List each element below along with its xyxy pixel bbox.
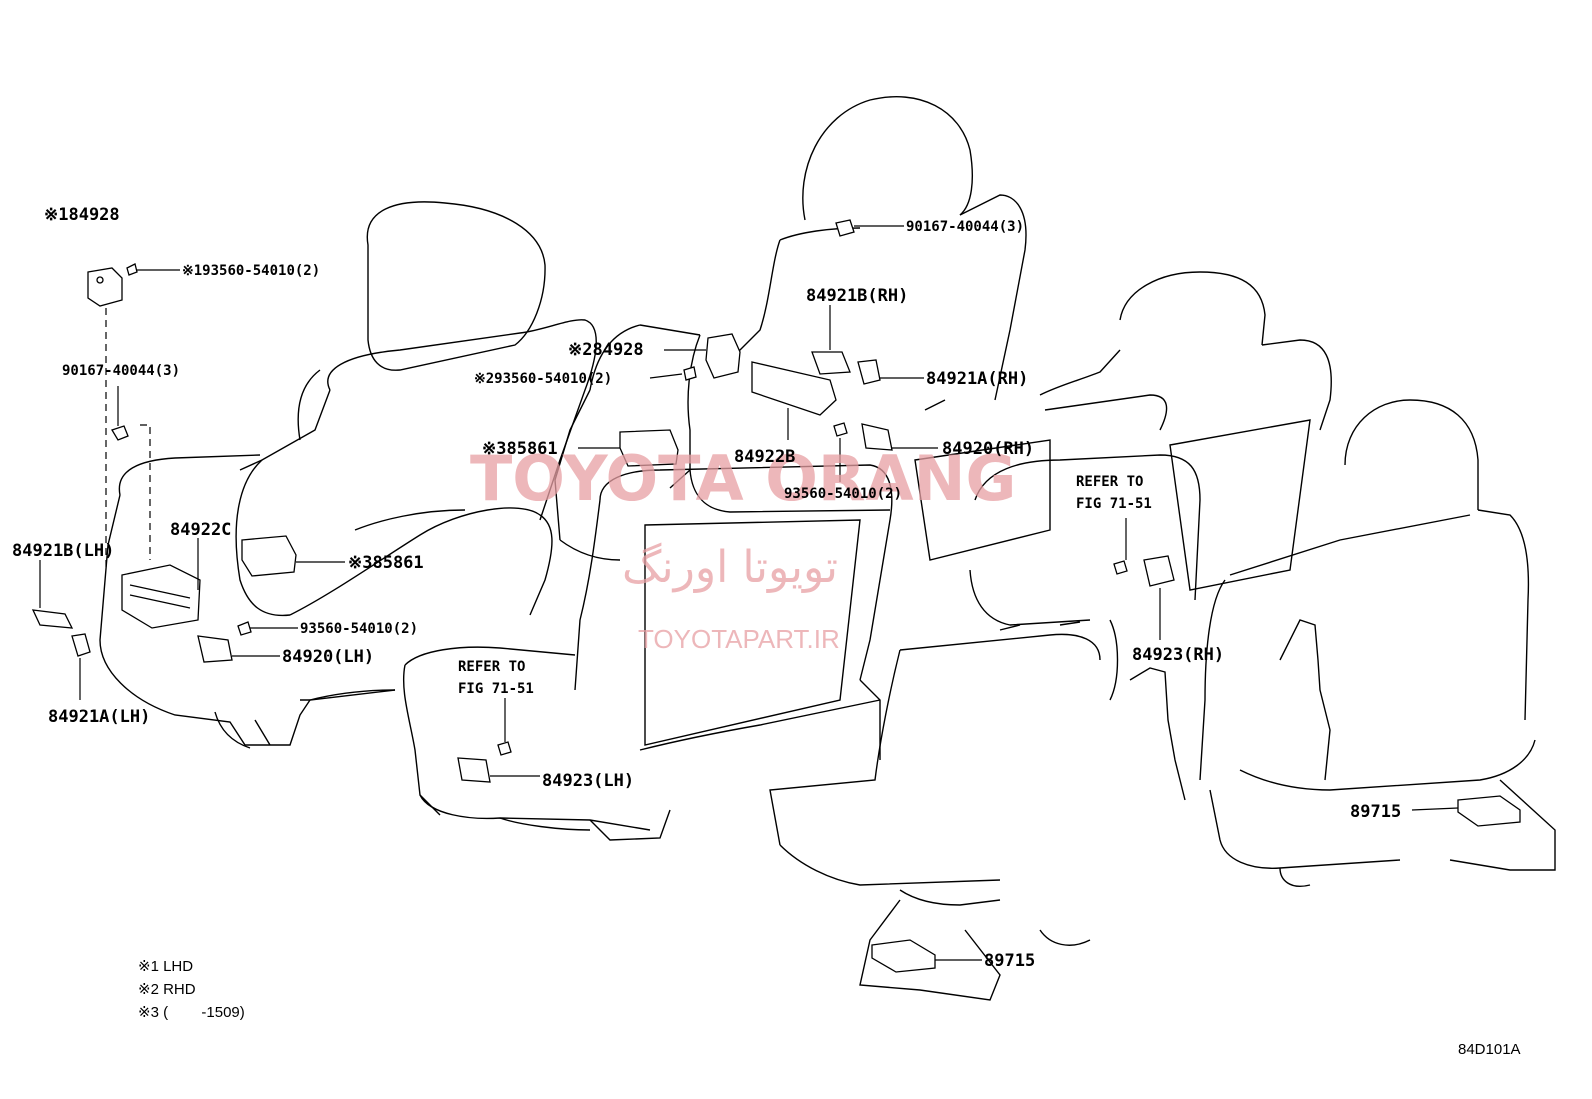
switch-84928-lhd-part	[87, 267, 123, 307]
screw-93560-rhd-part	[683, 366, 697, 381]
watermark-main-text: TOYOTA ORANG	[470, 442, 1016, 515]
label-93560-rh: 93560-54010(2)	[784, 486, 902, 502]
switch-85861-left-part	[241, 535, 297, 577]
label-84920-lh: 84920(LH)	[282, 647, 374, 667]
switch-84922c-part	[121, 564, 201, 629]
second-row-left-seat	[402, 464, 893, 841]
label-84921a-lh: 84921A(LH)	[48, 707, 150, 727]
label-84922b: 84922B	[734, 447, 795, 467]
leader-lines	[39, 225, 1459, 961]
legend-note-2: ※2 RHD	[138, 981, 196, 998]
label-84920-rh: 84920(RH)	[942, 439, 1034, 459]
label-90167-lh: 90167-40044(3)	[62, 363, 180, 379]
rear-bench-seat	[859, 271, 1556, 1001]
switch-84923-rh-part	[1143, 555, 1175, 587]
switch-84923-lh-part	[457, 757, 491, 783]
knob-84921b-lh-part	[31, 609, 74, 629]
label-84921b-lh: 84921B(LH)	[12, 541, 114, 561]
knob-84921a-lh-part	[71, 633, 91, 657]
knob-84921b-rh-part	[811, 351, 851, 375]
switch-84928-lhd-detail	[96, 276, 104, 284]
second-row-right-seat	[769, 394, 1201, 906]
screw-93560-lhd-part	[126, 263, 138, 276]
switch-84928-rhd-part	[705, 333, 741, 379]
legend: ※1 LHD ※2 RHD ※3 ( -1509)	[138, 958, 245, 1021]
label-85861-left: ※385861	[348, 553, 424, 573]
screw-93560-lh-part	[237, 621, 252, 636]
label-93560-rhd: ※293560-54010(2)	[474, 371, 612, 387]
label-84928-lhd: ※184928	[44, 205, 120, 225]
watermark-url-text: TOYOTAPART.IR	[638, 624, 840, 654]
diagram-code: 84D101A	[1458, 1041, 1521, 1058]
label-90167-rh: 90167-40044(3)	[906, 219, 1024, 235]
screw-93560-rh-part	[833, 422, 848, 437]
seat-illustration	[99, 96, 1556, 1001]
label-89715-rear: 89715	[1350, 802, 1401, 822]
watermark-farsi-text: تویوتا اورنگ	[622, 542, 838, 593]
screw-84923-rh-part	[1113, 560, 1128, 575]
label-fig-71-51-rh: FIG 71-51	[1076, 496, 1152, 512]
legend-note-1: ※1 LHD	[138, 958, 193, 975]
label-93560-lhd: ※193560-54010(2)	[182, 263, 320, 279]
module-89715-front-part	[871, 939, 936, 973]
screw-84923-lh-part	[497, 741, 512, 756]
switch-84920-lh-part	[197, 635, 233, 663]
label-refer-to-lh: REFER TO	[458, 659, 525, 675]
label-84921b-rh: 84921B(RH)	[806, 286, 908, 306]
watermark: TOYOTA ORANG تویوتا اورنگ TOYOTAPART.IR	[470, 442, 1016, 654]
knob-84921a-rh-part	[857, 359, 881, 385]
label-84923-lh: 84923(LH)	[542, 771, 634, 791]
part-labels: ※184928 ※193560-54010(2) 90167-40044(3) …	[12, 205, 1401, 971]
label-refer-to-rh: REFER TO	[1076, 474, 1143, 490]
label-84922c: 84922C	[170, 520, 231, 540]
label-93560-lh: 93560-54010(2)	[300, 621, 418, 637]
front-left-seat	[99, 201, 597, 749]
label-84923-rh: 84923(RH)	[1132, 645, 1224, 665]
label-fig-71-51-lh: FIG 71-51	[458, 681, 534, 697]
label-84928-rhd: ※284928	[568, 340, 644, 360]
module-89715-rear-part	[1457, 795, 1521, 827]
legend-note-3: ※3 ( -1509)	[138, 1004, 245, 1021]
switch-84920-rh-part	[861, 423, 893, 451]
label-89715-front: 89715	[984, 951, 1035, 971]
label-84921a-rh: 84921A(RH)	[926, 369, 1028, 389]
parts	[31, 219, 1521, 973]
switch-84922b-part	[751, 361, 837, 416]
clip-90167-lh-part	[111, 425, 129, 441]
clip-90167-rh-part	[835, 219, 855, 237]
label-85861-center: ※385861	[482, 439, 558, 459]
